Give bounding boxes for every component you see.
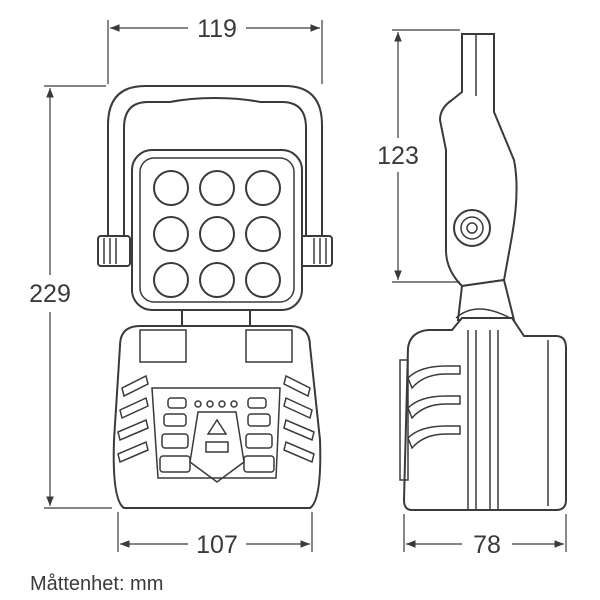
side-pivot-knob [453,209,491,247]
dim-label-107: 107 [196,531,238,559]
dimension-front-width-base: 107 [117,512,313,559]
dim-label-123: 123 [377,142,419,170]
status-leds [194,400,238,408]
dim-label-78: 78 [473,531,501,559]
led-8 [199,262,235,298]
dimension-side-depth-base: 78 [403,514,567,559]
right-grip-ribs [283,374,315,464]
side-neck [456,278,516,321]
led-6 [245,216,281,252]
lamp-head-bezel [139,157,295,303]
led-7 [153,262,189,298]
side-fins [407,365,461,450]
left-pivot-knob [97,235,131,267]
led-1 [153,170,189,206]
control-panel [151,387,281,479]
led-array [153,170,281,298]
dim-label-229: 229 [29,280,71,308]
led-2 [199,170,235,206]
led-3 [245,170,281,206]
dimension-side-head-height: 123 [377,29,460,283]
power-button [189,411,245,483]
side-lamp-head [438,33,518,288]
front-base [112,325,322,509]
led-4 [153,216,189,252]
side-view [399,33,567,511]
left-grip-ribs [117,374,149,464]
dimension-front-width-top: 119 [107,15,323,84]
front-handle [107,85,323,251]
dimension-front-height: 229 [29,85,112,509]
side-base [402,317,567,511]
led-9 [245,262,281,298]
dim-label-119: 119 [197,15,237,43]
front-view [97,85,333,509]
right-pivot-knob [299,235,333,267]
led-5 [199,216,235,252]
unit-label: Måttenhet: mm [30,573,163,595]
front-base-top-panel [139,329,187,363]
